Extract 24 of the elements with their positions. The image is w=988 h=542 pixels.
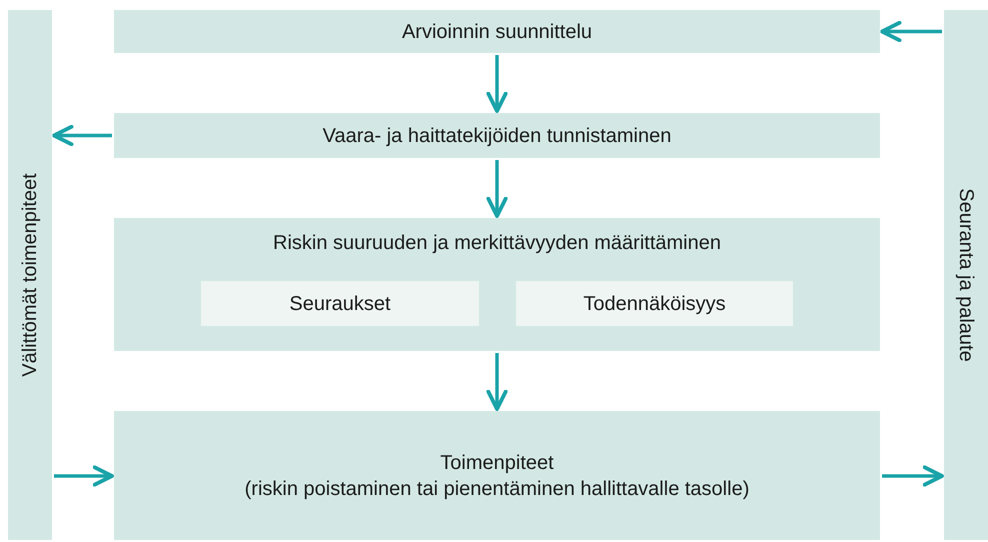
step-box xyxy=(114,411,880,540)
factor-box xyxy=(516,281,793,326)
arrow xyxy=(880,20,942,42)
step-title: Toimenpiteet xyxy=(440,450,554,476)
side-band xyxy=(8,10,52,540)
band-label: Seuranta ja palaute xyxy=(954,188,978,362)
step-box xyxy=(114,113,880,158)
step-title: Vaara- ja haittatekijöiden tunnistaminen xyxy=(322,124,672,148)
step-title: Riskin suuruuden ja merkittävyyden määrittäminen xyxy=(273,231,721,256)
step-description: (riskin poistaminen tai pienentäminen hallittavalle tasolle) xyxy=(244,476,750,502)
arrow xyxy=(882,465,944,487)
step-title: Arvioinnin suunnittelu xyxy=(402,20,592,44)
arrow xyxy=(486,353,508,411)
step-title: Seuraukset xyxy=(289,292,391,316)
factor-box xyxy=(201,281,479,326)
arrow xyxy=(486,160,508,218)
arrow xyxy=(52,124,112,146)
step-panel xyxy=(114,218,880,351)
step-box xyxy=(114,10,880,53)
step-title: Todennäköisyys xyxy=(583,292,726,316)
band-label: Välittömät toimenpiteet xyxy=(18,173,42,377)
arrow xyxy=(54,465,114,487)
arrow xyxy=(486,55,508,113)
side-band xyxy=(944,10,988,540)
